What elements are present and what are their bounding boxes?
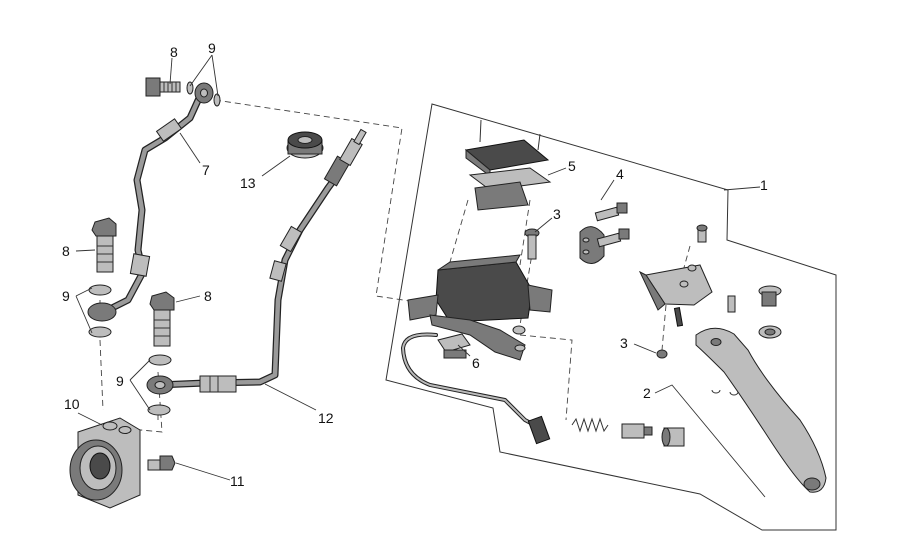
adjuster-knob (758, 285, 782, 339)
banjo-bolt-part-8-left (91, 217, 117, 273)
callout-7: 7 (202, 162, 210, 178)
slave-cylinder-part-10 (69, 417, 141, 509)
lever-bracket (638, 224, 713, 327)
washer-part-9-left-b (88, 326, 112, 338)
leader-lines (75, 54, 766, 498)
clutch-lever-part-2 (695, 327, 827, 493)
callout-10: 10 (64, 396, 80, 412)
banjo-bolt-part-8-top (145, 77, 181, 97)
nut-part-3-lower (656, 349, 668, 359)
washer-part-9-mid-b (147, 404, 171, 416)
reservoir-cap-part-5 (464, 119, 552, 211)
lever-pin (727, 295, 736, 313)
callout-9-top: 9 (208, 40, 216, 56)
washer-part-9-top-a (186, 81, 194, 95)
washer-part-9-left-a (88, 284, 112, 296)
hose-part-12 (146, 128, 367, 395)
callout-3-upper: 3 (553, 206, 561, 222)
callout-9-middle: 9 (116, 373, 124, 389)
washer-part-9-top-b (213, 93, 221, 107)
piston-kit (571, 417, 685, 447)
callout-4: 4 (616, 166, 624, 182)
callout-13: 13 (240, 175, 256, 191)
callout-2: 2 (643, 385, 651, 401)
callout-8-middle: 8 (204, 288, 212, 304)
callout-1: 1 (760, 177, 768, 193)
callout-labels: 1 2 3 3 4 5 6 7 8 8 8 9 9 9 10 11 12 13 (62, 40, 768, 489)
callout-6: 6 (472, 355, 480, 371)
grommet-part-13 (286, 131, 324, 159)
screw-part-3-upper (524, 228, 540, 260)
callout-9-left: 9 (62, 288, 70, 304)
switch-part-6 (400, 332, 551, 445)
washer-part-9-mid-a (148, 354, 172, 366)
callout-3-lower: 3 (620, 335, 628, 351)
callout-11: 11 (230, 473, 245, 489)
bleed-bolt-part-11 (147, 455, 176, 471)
assembly-1-frame (385, 103, 837, 531)
master-cylinder-body (407, 254, 553, 361)
callout-12: 12 (318, 410, 334, 426)
clamp-part-4 (579, 202, 630, 264)
hose-part-7 (104, 82, 214, 314)
callout-8-top: 8 (170, 44, 178, 60)
callout-5: 5 (568, 158, 576, 174)
banjo-bolt-part-8-middle (149, 291, 175, 347)
callout-8-left: 8 (62, 243, 70, 259)
banjo-fitting-left (87, 302, 117, 322)
